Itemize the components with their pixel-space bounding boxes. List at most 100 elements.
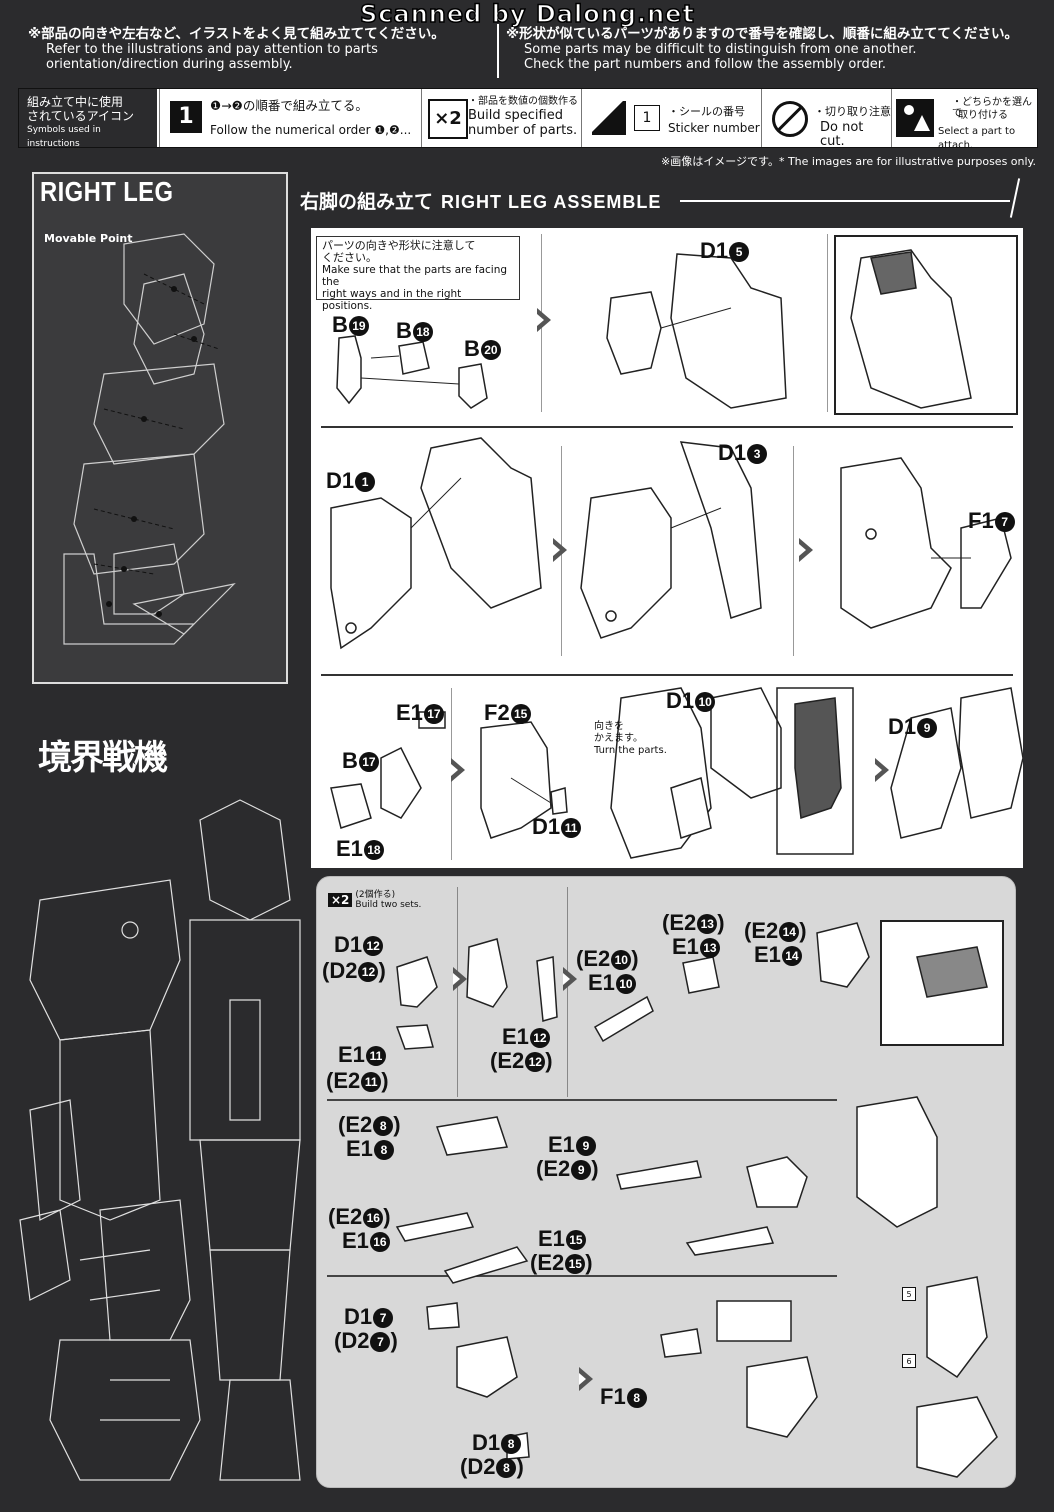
section-title-slash: [1009, 178, 1021, 218]
icon-select-jp2: 取り付ける: [958, 110, 1008, 121]
right-leg-title: RIGHT LEG: [40, 176, 174, 207]
icon-x2-jp: ・部品を数値の個数作る: [468, 96, 578, 107]
turn-parts-note: 向きを かえます。 Turn the parts.: [594, 721, 667, 757]
icon-select-en: Select a part to attach.: [938, 126, 1016, 151]
icon-x2-en2: number of parts.: [468, 123, 578, 138]
sticker-6: 6: [902, 1354, 916, 1368]
step-arrow: [579, 1367, 593, 1391]
note-right-en2: Check the part numbers and follow the as…: [524, 57, 887, 72]
turn-jp2: かえます。: [594, 733, 643, 744]
sticker-icon: [592, 101, 626, 135]
orientation-tip: パーツの向きや形状に注意して ください。 Make sure that the …: [316, 236, 520, 312]
note-right: ※形状が似ているパーツがありますので番号を確認し、順番に組み立ててください。 S…: [506, 26, 1018, 73]
icon-legend-bar: 組み立て中に使用 されているアイコン Symbols used in instr…: [18, 88, 1038, 151]
section-title-jp: 右脚の組み立て: [300, 191, 434, 213]
panel1-drawings: [330, 235, 1023, 859]
note-left-en2: orientation/direction during assembly.: [46, 57, 293, 72]
x2-icon: ×2: [428, 99, 468, 139]
order-number-icon: 1: [170, 101, 202, 133]
note-left: ※部品の向きや左右など、イラストをよく見て組み立ててください。 Refer to…: [28, 26, 445, 73]
sticker-number-box: 1: [634, 105, 660, 131]
turn-jp1: 向きを: [594, 721, 624, 732]
robot-lineart: [19, 799, 301, 1481]
turn-en: Turn the parts.: [594, 745, 667, 756]
x2tag-en: Build two sets.: [355, 900, 422, 910]
icon-select-jp1: ・どちらかを選んで: [952, 97, 1032, 119]
step-arrow: [563, 967, 577, 991]
select-part-icon: [896, 99, 934, 137]
build-two-sets-tag: ×2 (2個作る)Build two sets.: [328, 890, 421, 910]
step-arrow: [799, 538, 813, 562]
icon-x2: ×2 ・部品を数値の個数作る Build specified number of…: [421, 89, 582, 147]
note-left-jp: ※部品の向きや左右など、イラストをよく見て組み立ててください。: [28, 26, 445, 42]
icon-sticker: 1 ・シールの番号 Sticker number: [581, 89, 762, 147]
x2-badge: ×2: [328, 893, 353, 907]
icon-legend-label-jp2: されているアイコン: [27, 109, 135, 123]
step-arrow: [451, 758, 465, 782]
panel2-drawings: [395, 920, 1004, 1478]
assembly-panel-2: [316, 876, 1016, 1488]
movable-point-label: Movable Point: [44, 232, 133, 245]
tip-jp1: パーツの向きや形状に注意して: [322, 239, 476, 252]
icon-sticker-en: Sticker number: [668, 121, 760, 135]
note-right-en1: Some parts may be difficult to distingui…: [524, 42, 917, 57]
section-title-rule: [680, 200, 1010, 202]
step-arrow: [875, 758, 889, 782]
right-leg-illustration: [63, 233, 236, 645]
no-cut-icon: [772, 101, 808, 137]
icon-nocut-en: Do not cut.: [820, 120, 864, 149]
tip-en1: Make sure that the parts are facing the: [322, 264, 508, 288]
icon-sticker-jp: ・シールの番号: [668, 105, 745, 118]
icon-x2-en1: Build specified: [468, 108, 563, 123]
sticker-5: 5: [902, 1287, 916, 1301]
header-divider: [497, 24, 499, 78]
step-arrow: [537, 308, 551, 332]
icon-order-en: Follow the numerical order ❶,❷...: [210, 123, 412, 137]
note-left-en1: Refer to the illustrations and pay atten…: [46, 42, 378, 57]
note-right-jp: ※形状が似ているパーツがありますので番号を確認し、順番に組み立ててください。: [506, 26, 1018, 42]
x2tag-jp: (2個作る): [355, 890, 396, 900]
right-leg-box: [32, 172, 288, 684]
tip-en2: right ways and in the right positions.: [322, 288, 462, 312]
tip-jp2: ください。: [322, 251, 377, 264]
illustrative-note: ※画像はイメージです。* The images are for illustra…: [661, 155, 1036, 168]
